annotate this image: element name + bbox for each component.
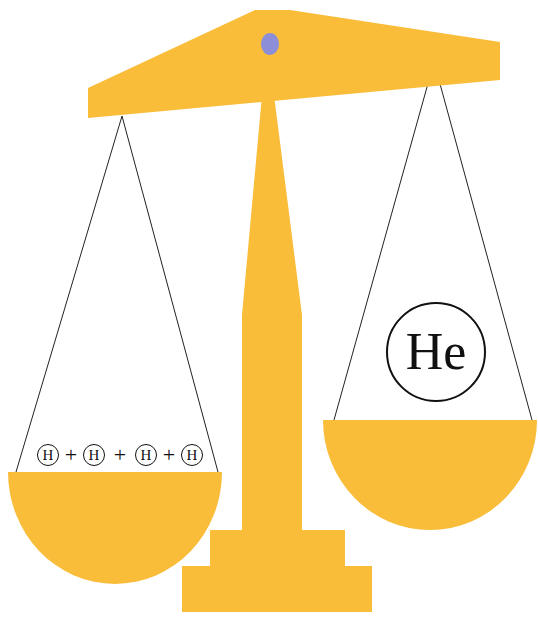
circle-outline: [387, 303, 485, 401]
circle-outline: [182, 445, 203, 466]
pan-string: [122, 116, 218, 472]
element-circle: He: [386, 302, 486, 402]
plus-sign: +: [65, 444, 77, 466]
element-symbol: He: [406, 326, 467, 378]
circle-outline: [38, 445, 59, 466]
element-symbol: H: [141, 448, 152, 463]
element-circle: H: [37, 444, 59, 466]
pivot-dot: [261, 33, 279, 55]
right-pan: [323, 420, 537, 530]
circle-outline: [84, 445, 105, 466]
scale-stand: [182, 95, 372, 612]
element-symbol: H: [187, 448, 198, 463]
left-pan: [8, 472, 222, 584]
element-symbol: H: [89, 448, 100, 463]
circle-outline: [136, 445, 157, 466]
element-circle: H: [181, 444, 203, 466]
plus-sign: +: [114, 444, 126, 466]
scale-beam: [88, 10, 500, 118]
element-circle: H: [83, 444, 105, 466]
element-symbol: H: [43, 448, 54, 463]
plus-sign: +: [163, 444, 175, 466]
element-circle: H: [135, 444, 157, 466]
pan-string: [16, 116, 122, 472]
